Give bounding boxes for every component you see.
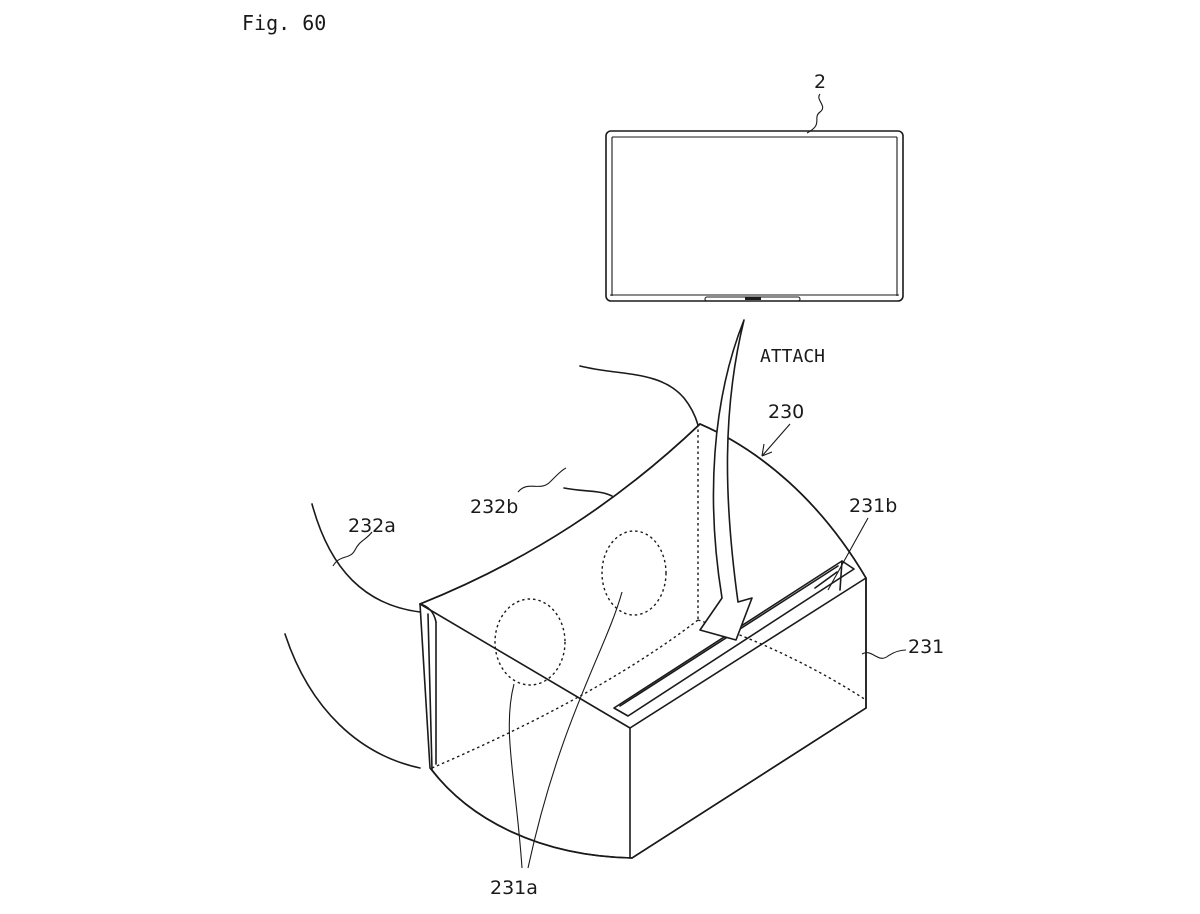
leader-230: [761, 423, 791, 457]
leader-231a-left: [508, 683, 523, 869]
label-231: 231: [908, 636, 944, 658]
head-strap: [284, 365, 699, 769]
leader-232b: [517, 467, 567, 493]
leader-231a-right: [527, 591, 623, 869]
figure-title: Fig. 60: [242, 11, 326, 35]
leader-231b: [827, 517, 869, 591]
leader-232a: [332, 531, 373, 567]
attach-label: ATTACH: [760, 346, 825, 367]
leader-230-arrowhead: [761, 443, 773, 457]
lens-opening-right: [601, 530, 667, 616]
label-231a: 231a: [490, 877, 538, 899]
attach-arrow: [699, 319, 753, 641]
leader-2: [806, 93, 824, 134]
label-232a: 232a: [348, 515, 396, 537]
label-2: 2: [814, 71, 826, 93]
display-device: [605, 130, 904, 302]
label-231b: 231b: [849, 495, 897, 517]
label-232b: 232b: [470, 496, 518, 518]
goggle-front-face: [419, 423, 867, 859]
leader-231: [861, 649, 907, 659]
label-230: 230: [768, 401, 804, 423]
lens-opening-left: [494, 598, 566, 686]
